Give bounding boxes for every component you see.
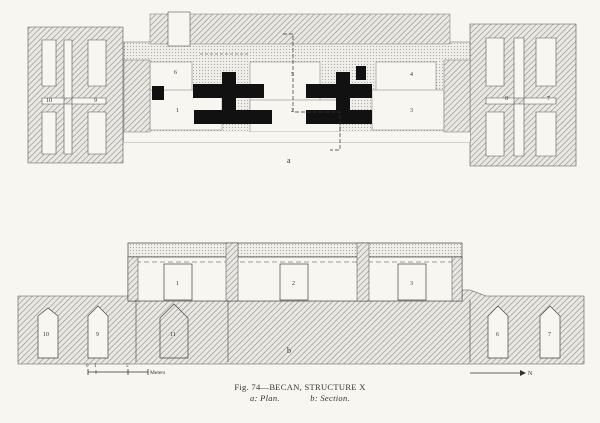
section-label-room-3: 3 (410, 281, 413, 287)
plan-wall-right (306, 72, 372, 124)
plan-right-wing (469, 23, 577, 167)
caption-legend: a: Plan. b: Section. (0, 393, 600, 404)
plan-label-room-1: 1 (176, 108, 179, 114)
section-label-room-6: 6 (496, 332, 499, 338)
plan-room-3 (371, 89, 445, 131)
section-label-room-7: 7 (548, 332, 551, 338)
section-label-room-10: 10 (43, 332, 49, 338)
plan-wall-left (193, 72, 272, 124)
plan-drawing (27, 11, 577, 167)
section-figure-label: b (287, 346, 291, 355)
plan-label-room-3: 3 (410, 108, 413, 114)
plan-front-strip (124, 132, 470, 142)
plan-label-room-4: 4 (410, 72, 413, 78)
plan-figure-label: a (287, 156, 291, 165)
section-pillar-right (451, 256, 463, 302)
figure-caption: Fig. 74—BECAN, STRUCTURE X a: Plan. b: S… (0, 382, 600, 404)
section-label-room-11: 11 (170, 332, 176, 338)
section-pillar-mid-2 (356, 242, 370, 302)
plan-left-wing (27, 26, 124, 164)
section-vault-7 (539, 305, 561, 359)
plan-label-room-5: 5 (291, 72, 294, 78)
section-vault-10 (37, 307, 59, 359)
scale-tick-5: 5 (126, 364, 129, 369)
plan-label-room-10: 10 (46, 98, 52, 104)
section-door-3 (397, 263, 427, 301)
section-vault-6 (487, 305, 509, 359)
section-pillar-mid-1 (225, 242, 239, 302)
scale-tick-1: 1 (94, 364, 97, 369)
plan-left-end (123, 59, 151, 133)
plan-right-end (443, 59, 471, 133)
caption-title: Fig. 74—BECAN, STRUCTURE X (234, 382, 366, 392)
plan-label-room-6: 6 (174, 70, 177, 76)
plan-stair-passage (167, 11, 191, 47)
plan-wall-left-small (152, 86, 164, 100)
plan-label-room-7: 7 (547, 96, 550, 102)
north-arrow-label: N (528, 371, 533, 377)
section-pillar-left (127, 256, 139, 302)
plan-back-rubble (149, 13, 451, 45)
plan-label-room-8: 8 (505, 96, 508, 102)
section-label-room-2: 2 (292, 281, 295, 287)
section-drawing (17, 242, 585, 365)
plan-section-line (283, 33, 341, 151)
scale-unit: Meters (150, 370, 165, 376)
caption-plan: a: Plan. (250, 393, 280, 403)
section-label-room-9: 9 (96, 332, 99, 338)
plan-wall-right-small (356, 66, 366, 80)
plan-label-room-9: 9 (94, 98, 97, 104)
scale-tick-0: 0 (86, 364, 89, 369)
section-door-2 (279, 263, 309, 301)
section-vault-11 (159, 303, 189, 359)
caption-section: b: Section. (310, 393, 350, 403)
section-roof (127, 242, 463, 258)
plan-label-room-2: 2 (291, 108, 294, 114)
section-vault-9 (87, 305, 109, 359)
section-door-1 (163, 263, 193, 301)
north-arrow (470, 370, 526, 376)
scale-bar (87, 369, 149, 375)
section-label-room-1: 1 (176, 281, 179, 287)
